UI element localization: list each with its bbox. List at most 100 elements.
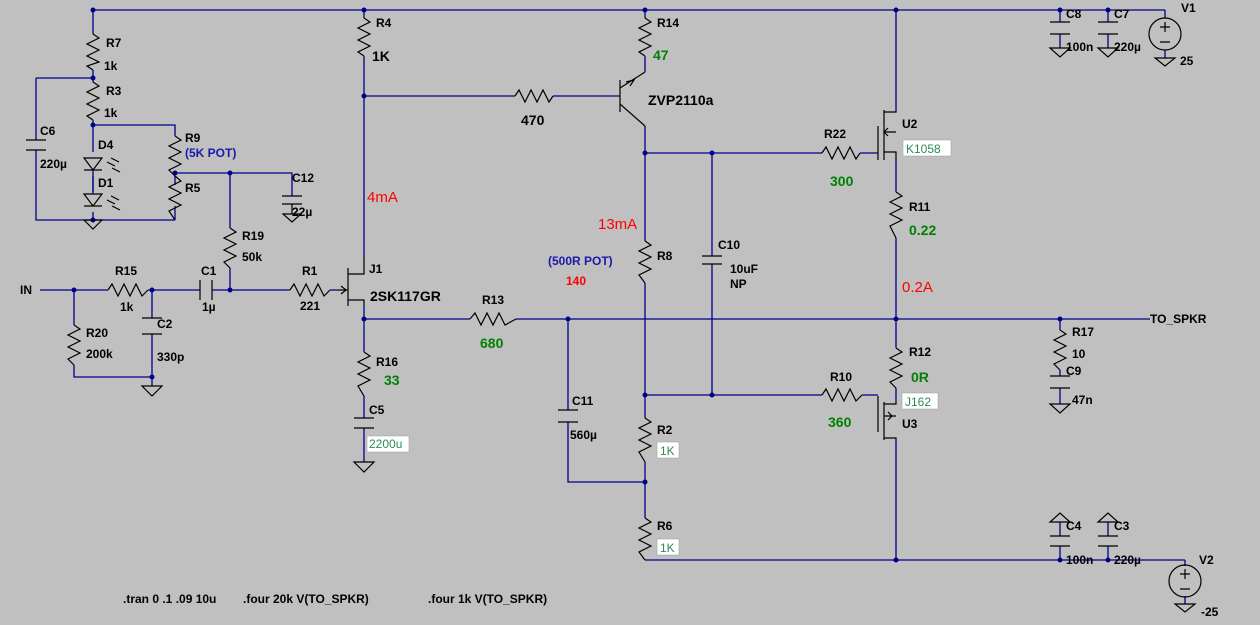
r8-value: 140 [566,274,586,288]
c5-ref: C5 [369,403,385,417]
r10-value: 360 [828,414,852,430]
c10-value2: NP [730,277,747,291]
j1-value: 2SK117GR [370,288,441,304]
c2-ref: C2 [157,317,173,331]
r5-ref: R5 [185,181,201,195]
v1-symbol [1148,17,1182,51]
output-current-annotation: 0.2A [902,279,933,296]
r22-symbol [821,145,861,161]
c4-symbol [1050,535,1070,547]
r11-value: 0.22 [909,222,936,238]
ground-icon [1048,47,1072,58]
c8-ref: C8 [1066,7,1082,21]
c7-ref: C7 [1114,7,1130,21]
r11-ref: R11 [909,200,931,214]
c12-value: 22µ [292,205,312,219]
r5-symbol [167,175,183,221]
r8-note: (500R POT) [548,254,613,268]
c3-value: 220µ [1114,553,1141,567]
r1-symbol [289,282,331,298]
boxed-value-labels: 2200u 1K 1K K1058 J162 [366,139,952,556]
r13-value: 680 [480,335,504,351]
ground-symbols [82,47,1197,613]
j1-current-annotation: 4mA [367,189,398,206]
r19-value: 50k [242,250,262,264]
ground-icon [352,461,376,473]
c9-value: 47n [1072,393,1093,407]
r22-value: 300 [830,173,854,189]
c1-symbol [199,280,213,300]
r16-value: 33 [384,372,400,388]
q1-value: ZVP2110a [648,92,714,108]
r6-ref: R6 [657,519,673,533]
c8-symbol [1050,21,1070,35]
ground-icon [1048,512,1072,523]
j1-symbol [338,257,365,306]
ground-icon [281,213,303,223]
r7-value: 1k [104,59,118,73]
ground-icon [1096,47,1120,58]
u2-value: K1058 [906,142,941,156]
junction-dots [71,7,1111,563]
resistor-symbols-horizontal [107,88,863,403]
u3-ref: U3 [902,417,918,431]
c12-ref: C12 [292,171,314,185]
r10-symbol [821,387,863,403]
r13-symbol [469,311,517,327]
c4-ref: C4 [1066,519,1082,533]
r2-symbol [637,417,653,463]
r4-symbol [356,17,372,57]
c10-ref: C10 [718,238,740,252]
ref-labels: R7 R3 C6 D4 D1 R9 R5 C12 R19 R15 C1 R1 C… [40,1,1214,567]
r11-symbol [888,191,904,239]
r6-symbol [637,517,653,561]
four-20k-directive: .four 20k V(TO_SPKR) [243,592,369,606]
resistor-symbols [66,17,1068,561]
value-labels: 1k 1k 220µ (5K POT) 22µ 50k 1k 1µ 221 33… [40,40,1219,619]
r13-ref: R13 [482,293,504,307]
input-net-label: IN [20,283,32,297]
c3-ref: C3 [1114,519,1130,533]
j1-ref: J1 [369,262,383,276]
r8-ref: R8 [657,249,673,263]
r21-symbol [514,88,554,104]
r12-ref: R12 [909,345,931,359]
d4-symbol [82,157,121,173]
v2-symbol [1168,564,1202,598]
r7-ref: R7 [106,36,122,50]
r4-value: 1K [372,48,390,64]
r22-ref: R22 [824,127,846,141]
c6-ref: C6 [40,124,56,138]
r3-value: 1k [104,106,118,120]
c1-value: 1µ [202,300,216,314]
net-labels: IN TO_SPKR 4mA 13mA 0.2A [20,189,1207,326]
r9-symbol [167,135,183,177]
c9-symbol [1050,375,1070,389]
r1-ref: R1 [302,264,318,278]
r21-value: 470 [521,112,545,128]
capacitor-symbols [26,21,1118,547]
r16-ref: R16 [376,355,398,369]
c7-value: 220µ [1114,40,1141,54]
ground-icon [1096,512,1120,523]
q1-symbol [619,71,646,127]
c11-ref: C11 [572,394,594,408]
r3-symbol [85,81,101,121]
c5-value: 2200u [369,437,402,451]
c7-symbol [1098,21,1118,35]
tran-directive: .tran 0 .1 .09 10u [123,592,216,606]
d1-ref: D1 [98,176,114,190]
r16-symbol [356,351,372,397]
r2-ref: R2 [657,423,673,437]
r14-value: 47 [653,47,669,63]
led-symbols [82,157,121,211]
c12-symbol [282,195,302,214]
r14-symbol [637,17,653,57]
r20-symbol [66,324,82,366]
r19-ref: R19 [242,229,264,243]
c11-value: 560µ [570,428,597,442]
u3-symbol [877,396,897,440]
c3-symbol [1098,535,1118,547]
d4-ref: D4 [98,138,114,152]
c10-value1: 10uF [730,262,758,276]
